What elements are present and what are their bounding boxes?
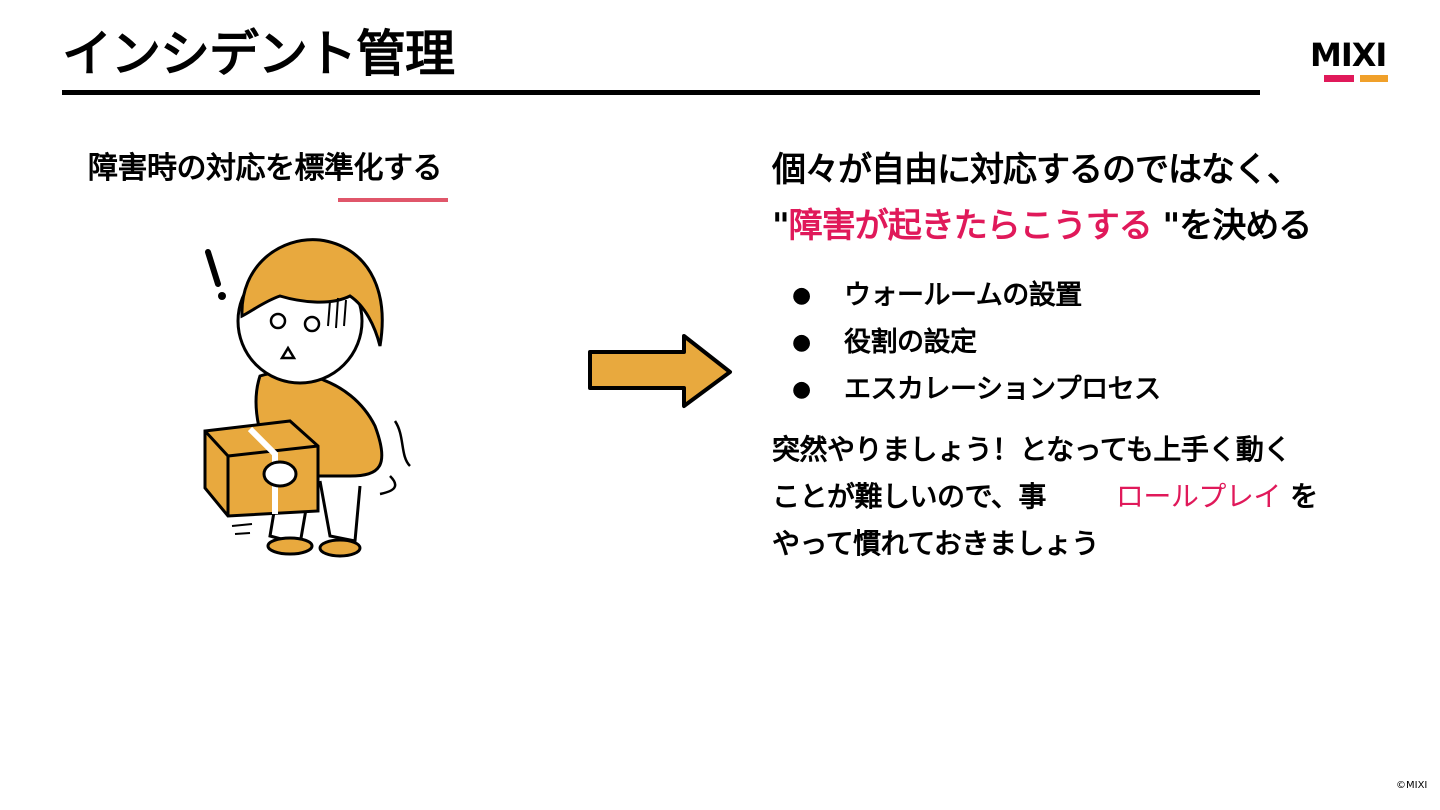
body-line-2: ことが難しいので、事 ロールプレイ を <box>772 473 1372 520</box>
left-heading-emphasis: 標準化 <box>294 151 384 186</box>
bullet-icon: ● <box>792 330 811 355</box>
right-heading-tail: "を決める <box>1151 206 1313 246</box>
worried-person-carrying-box-illustration <box>203 238 411 558</box>
right-heading-accent: 障害が起きたらこうする <box>788 206 1153 246</box>
copyright-notice: ©MIXI <box>1396 780 1428 791</box>
measure-list: ● ウォールームの設置 ● 役割の設定 ● エスカレーションプロセス <box>792 272 1161 413</box>
list-item: ● ウォールームの設置 <box>792 272 1161 319</box>
body-line-2a: ことが難しいので、事 <box>772 480 1046 513</box>
bullet-icon: ● <box>792 377 811 402</box>
bullet-icon: ● <box>792 283 811 308</box>
left-heading-part2: する <box>383 151 443 186</box>
right-heading-line2: "障害が起きたらこうする "を決める <box>772 198 1392 254</box>
list-item-label: 役割の設定 <box>844 327 977 358</box>
body-accent-roleplay: ロールプレイ <box>1115 480 1282 513</box>
emphasis-underline <box>338 198 448 202</box>
advice-paragraph: 突然やりましょう！となっても上手く動く ことが難しいので、事 ロールプレイ を や… <box>772 426 1372 567</box>
left-heading: 障害時の対応を標準化する <box>88 142 488 196</box>
list-item-label: エスカレーションプロセス <box>844 374 1161 405</box>
logo-text: MIXI <box>1310 36 1387 74</box>
left-heading-part1: 障害時の対応を <box>88 151 295 186</box>
title-divider <box>62 90 1260 95</box>
logo-bar-left <box>1324 75 1354 82</box>
slide-title: インシデント管理 <box>62 25 455 83</box>
body-line-1: 突然やりましょう！となっても上手く動く <box>772 433 1291 466</box>
mixi-logo: MIXI <box>1310 38 1402 88</box>
list-item-label: ウォールームの設置 <box>844 280 1082 311</box>
list-item: ● エスカレーションプロセス <box>792 366 1161 413</box>
body-line-3: やって慣れておきましょう <box>772 527 1099 560</box>
right-arrow-icon <box>588 334 732 408</box>
right-heading: 個々が自由に対応するのではなく、 "障害が起きたらこうする "を決める <box>772 142 1392 254</box>
body-line-2b: を <box>1280 480 1318 513</box>
quote-open: " <box>772 206 790 246</box>
right-heading-line1: 個々が自由に対応するのではなく、 <box>772 150 1301 190</box>
logo-bar-right <box>1360 75 1388 82</box>
list-item: ● 役割の設定 <box>792 319 1161 366</box>
